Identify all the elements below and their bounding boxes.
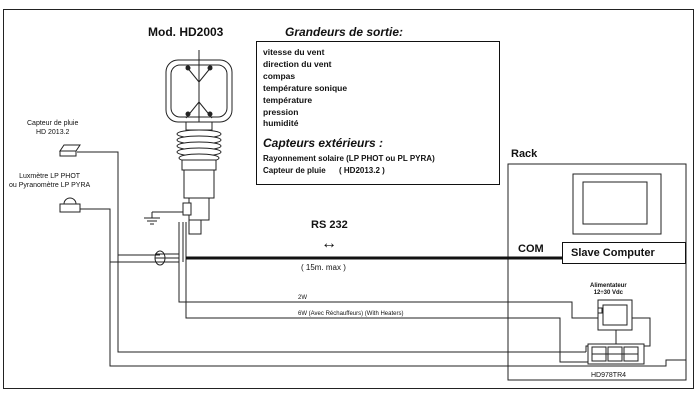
rain-sensor-label-line: HD 2013.2 xyxy=(35,129,70,136)
output-item: compas xyxy=(263,70,296,81)
output-item: température xyxy=(263,94,313,105)
external-sensor-item: Rayonnement solaire (LP PHOT ou PL PYRA) xyxy=(263,154,435,163)
power-supply-icon xyxy=(597,299,633,331)
output-item: température sonique xyxy=(263,82,348,93)
slave-computer-box: Slave Computer xyxy=(562,242,686,264)
luxmeter-label-line: ou Pyranomètre LP PYRA xyxy=(9,182,91,189)
rs232-label: RS 232 xyxy=(311,219,348,231)
rain-sensor-icon xyxy=(59,144,81,157)
rain-sensor-label: Capteur de pluie HD 2013.2 xyxy=(27,119,78,137)
power-2w-label: 2W xyxy=(298,295,307,301)
power-supply-label-line: Alimentateur xyxy=(590,283,627,289)
power-supply-label-line: 12÷30 Vdc xyxy=(593,290,623,296)
external-sensor-item: Capteur de pluie ( HD2013.2 ) xyxy=(263,166,385,175)
pyranometer-icon xyxy=(59,197,81,213)
radiation-shield-icon xyxy=(176,121,222,235)
bidirectional-arrow-icon: ↔ xyxy=(321,235,337,252)
rain-sensor-label-line: Capteur de pluie xyxy=(27,120,79,127)
monitor-icon xyxy=(572,173,662,235)
wind-sensor-icon xyxy=(165,50,233,123)
output-item: pression xyxy=(263,106,299,117)
relay-module-icon xyxy=(587,343,645,365)
diagram-border xyxy=(3,9,694,389)
model-title: Mod. HD2003 xyxy=(148,25,224,39)
output-item: humidité xyxy=(263,118,299,129)
power-supply-label: Alimentateur 12÷30 Vdc xyxy=(590,283,627,297)
rack-label: Rack xyxy=(511,148,538,160)
outputs-box: vitesse du vent direction du vent compas… xyxy=(256,41,500,185)
max-length-label: ( 15m. max ) xyxy=(301,263,346,272)
com-port-label: COM xyxy=(518,243,544,255)
output-item: vitesse du vent xyxy=(263,47,325,57)
outputs-list: vitesse du vent direction du vent compas… xyxy=(263,47,347,130)
rack-enclosure xyxy=(507,163,687,381)
external-sensors-title: Capteurs extérieurs : xyxy=(263,136,384,150)
ground-icon xyxy=(144,211,183,225)
output-item: direction du vent xyxy=(263,58,332,69)
power-6w-label: 6W (Avec Réchauffeurs) (With Heaters) xyxy=(298,311,404,317)
relay-label: HD978TR4 xyxy=(591,372,627,379)
wiring xyxy=(77,151,686,367)
luxmeter-label: Luxmètre LP PHOT ou Pyranomètre LP PYRA xyxy=(9,172,90,190)
luxmeter-label-line: Luxmètre LP PHOT xyxy=(19,173,81,180)
outputs-title: Grandeurs de sortie: xyxy=(285,25,404,39)
external-sensors-list: Rayonnement solaire (LP PHOT ou PL PYRA)… xyxy=(263,153,435,177)
